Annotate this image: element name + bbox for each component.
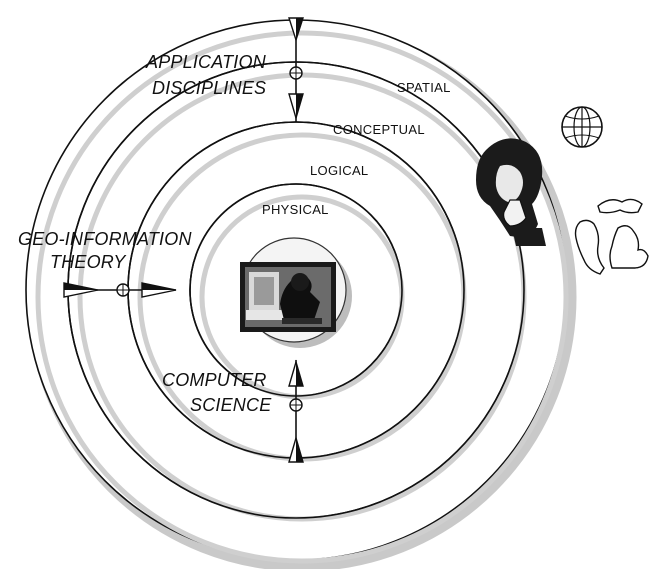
- crosshair-bottom: [289, 398, 303, 412]
- crosshair-left: [116, 283, 130, 297]
- computer-science-label-line2: SCIENCE: [190, 395, 272, 415]
- bottom-axis: [288, 359, 304, 463]
- great-lakes-map-icon: [574, 198, 649, 275]
- globe-icon: [561, 106, 603, 148]
- thinking-person-icon: [476, 138, 546, 246]
- physical-label: PHYSICAL: [262, 202, 329, 217]
- crosshair-top: [289, 66, 303, 80]
- person-at-computer-icon: [240, 262, 336, 332]
- application-label-line1: APPLICATION: [145, 52, 267, 72]
- left-axis: [63, 282, 177, 298]
- spatial-label: SPATIAL: [397, 80, 451, 95]
- geo-information-label-line1: GEO-INFORMATION: [18, 229, 192, 249]
- geo-information-label-line2: THEORY: [50, 252, 127, 272]
- application-label-line2: DISCIPLINES: [152, 78, 266, 98]
- logical-label: LOGICAL: [310, 163, 368, 178]
- computer-science-label-line1: COMPUTER: [162, 370, 267, 390]
- conceptual-label: CONCEPTUAL: [333, 122, 425, 137]
